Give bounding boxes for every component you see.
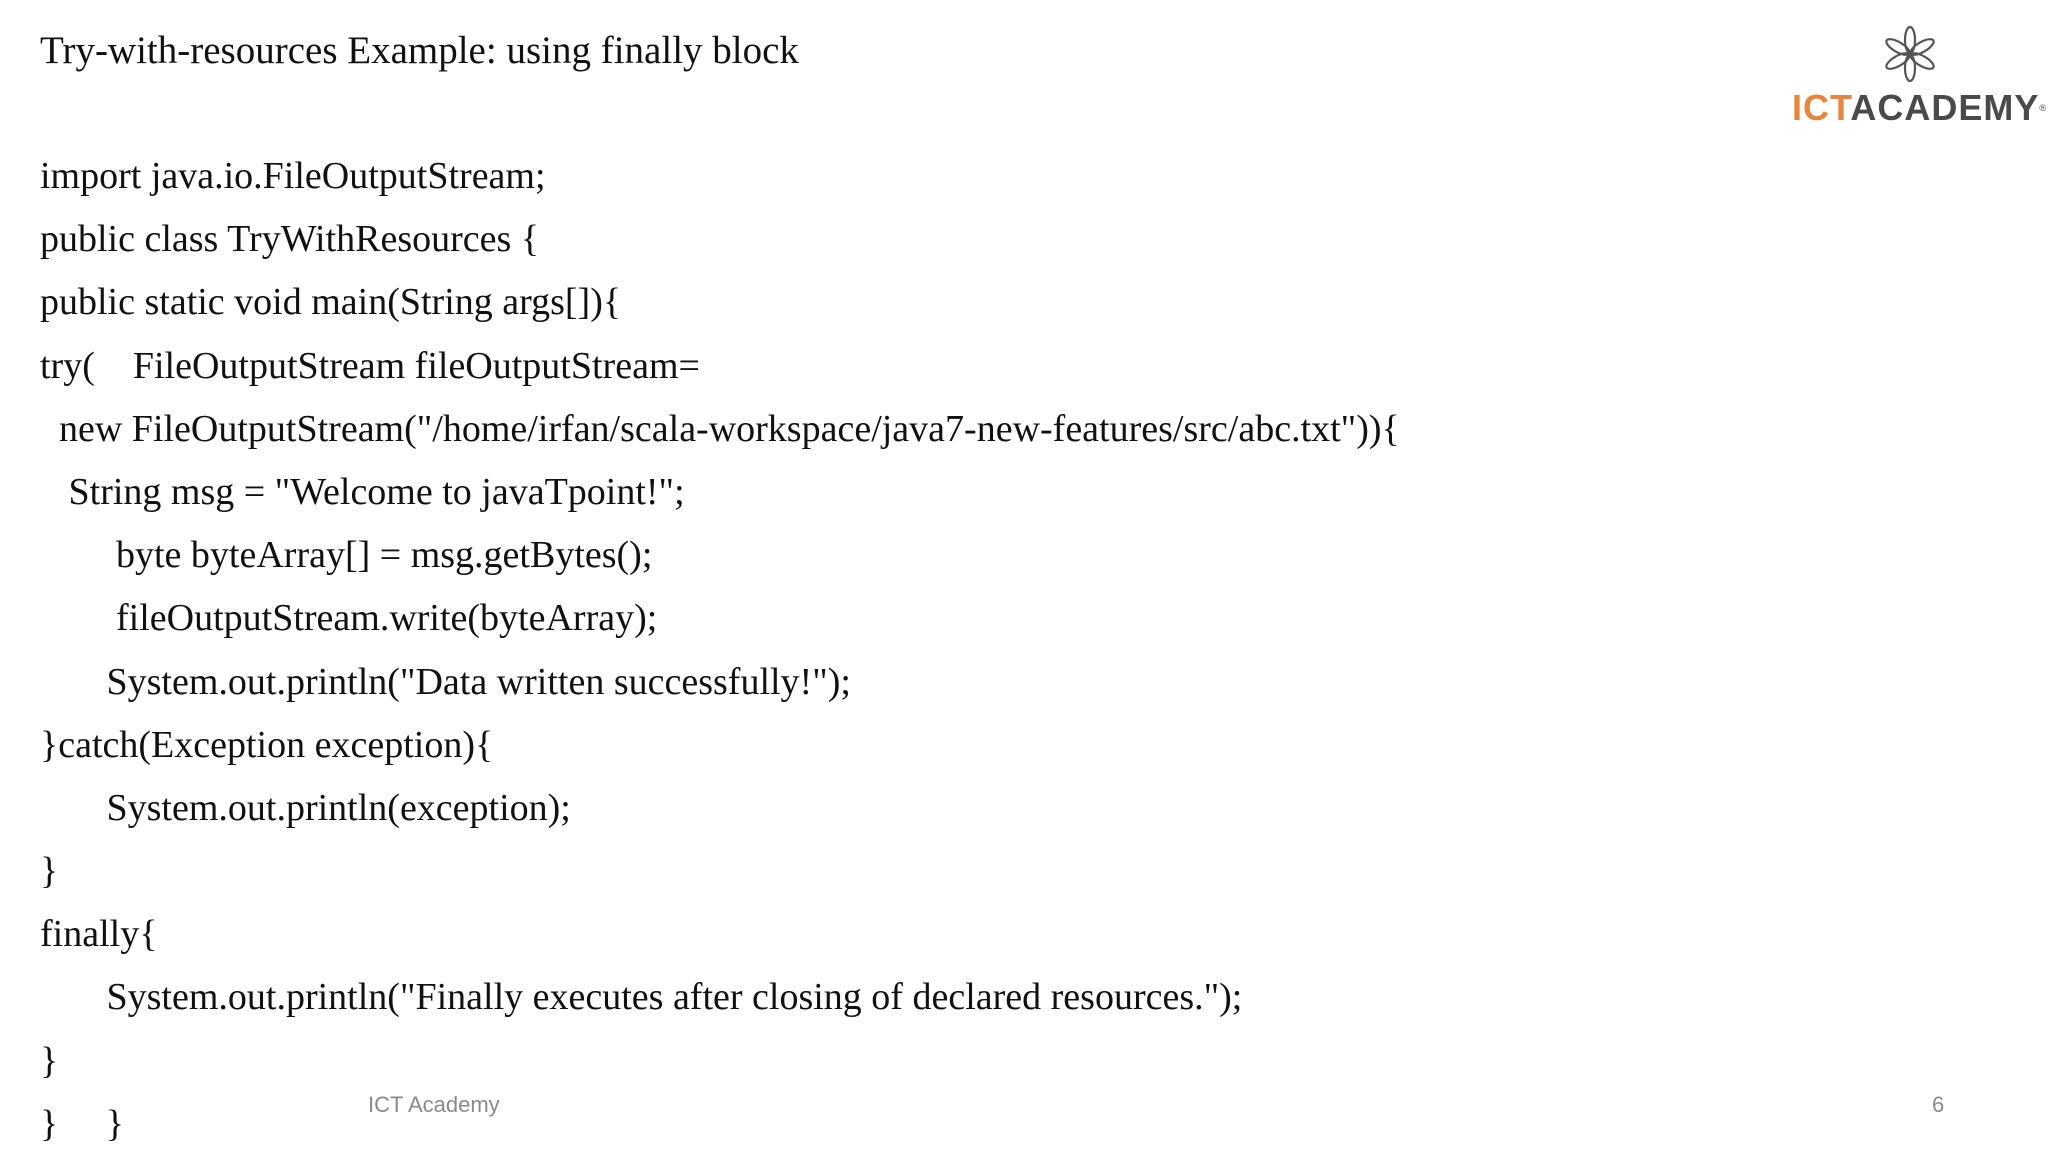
logo-registered-mark: ® (2039, 103, 2047, 113)
code-line: new FileOutputStream("/home/irfan/scala-… (40, 407, 1400, 450)
logo-accent-text: ICT (1792, 87, 1851, 128)
code-line: import java.io.FileOutputStream; (40, 155, 546, 197)
code-line: finally{ (40, 913, 158, 956)
slide-title: Try-with-resources Example: using finall… (40, 29, 799, 72)
code-line: public static void main(String args[]){ (40, 281, 622, 324)
code-line: public class TryWithResources { (40, 218, 540, 261)
leaf-ornament-icon (1885, 25, 1935, 83)
code-block: import java.io.FileOutputStream; public … (40, 151, 1400, 1162)
code-line: String msg = "Welcome to javaTpoint!"; (40, 470, 685, 513)
logo-wordmark: ICTACADEMY® (1792, 88, 2047, 128)
code-line: try( FileOutputStream fileOutputStream= (40, 344, 700, 387)
code-line: }catch(Exception exception){ (40, 723, 494, 766)
code-line: fileOutputStream.write(byteArray); (40, 597, 658, 640)
code-line: } (40, 850, 59, 893)
code-line: System.out.println("Data written success… (40, 660, 851, 703)
code-line: } (40, 1039, 59, 1082)
code-line: System.out.println(exception); (40, 786, 571, 829)
page-number: 6 (1932, 1092, 1945, 1117)
footer-text: ICT Academy (368, 1092, 500, 1117)
code-line: System.out.println("Finally executes aft… (40, 976, 1243, 1019)
logo-rest-text: ACADEMY (1850, 87, 2040, 128)
ict-academy-logo: ICTACADEMY® (1780, 18, 2046, 130)
code-line: } } (40, 1102, 124, 1145)
code-line: byte byteArray[] = msg.getBytes(); (40, 534, 653, 577)
